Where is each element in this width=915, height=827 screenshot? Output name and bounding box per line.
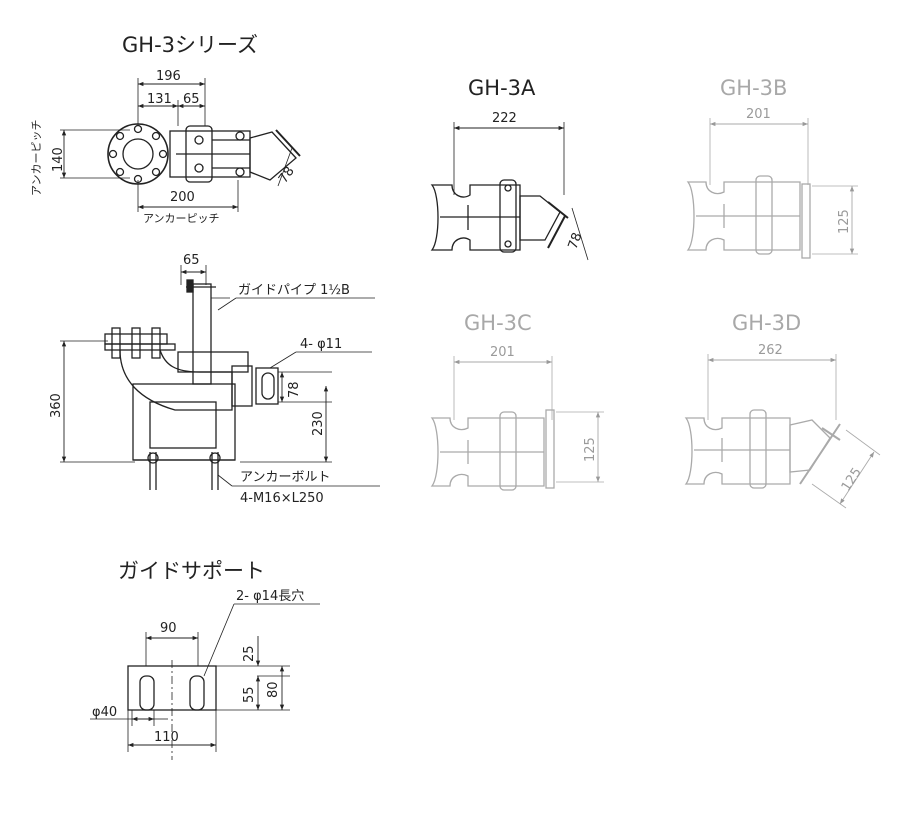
dim-140: 140 [51, 147, 66, 172]
guide-support-drawing [90, 603, 320, 760]
gh3b-flange: 125 [837, 209, 852, 234]
anchor-pitch-horizontal-label: アンカーピッチ [143, 212, 220, 225]
gh3b-title: GH-3B [720, 76, 787, 100]
gh3d-drawing [684, 354, 881, 509]
gh3a-title: GH-3A [468, 76, 536, 100]
dim-196: 196 [156, 69, 181, 84]
gh3d-flange: 125 [839, 465, 865, 494]
dim-230: 230 [311, 411, 326, 436]
gh3c-title: GH-3C [464, 311, 532, 335]
dim-200: 200 [170, 190, 195, 205]
gh3a-flange: 78 [566, 231, 586, 252]
guide-support-title: ガイドサポート [118, 559, 265, 583]
dim-90: 90 [160, 621, 177, 636]
dim-65: 65 [183, 92, 200, 107]
gh3a-width: 222 [492, 111, 517, 126]
dim-phi40: φ40 [92, 705, 117, 720]
gh3b-drawing [686, 118, 858, 259]
gh3a-drawing [430, 122, 589, 261]
dim-55: 55 [242, 686, 257, 703]
dim-65-side: 65 [183, 253, 200, 268]
dim-78-side: 78 [287, 381, 302, 398]
gh3b-width: 201 [746, 107, 771, 122]
anchor-bolt-label: アンカーボルト [240, 470, 330, 485]
gh3c-width: 201 [490, 345, 515, 360]
dim-25: 25 [242, 645, 257, 662]
dim-360: 360 [49, 393, 64, 418]
gh3c-drawing [430, 356, 604, 491]
dim-80: 80 [266, 681, 281, 698]
series-title: GH-3シリーズ [122, 33, 258, 57]
gh3c-flange: 125 [583, 437, 598, 462]
gh3d-width: 262 [758, 343, 783, 358]
dim-131: 131 [147, 92, 172, 107]
guide-pipe-label: ガイドパイプ 1½B [238, 283, 350, 298]
slot-label: 2- φ14長穴 [236, 589, 304, 604]
gh3d-title: GH-3D [732, 311, 801, 335]
dim-110: 110 [154, 730, 179, 745]
hole-label: 4- φ11 [300, 337, 342, 352]
top-view-drawing [60, 78, 301, 212]
anchor-pitch-vertical-label: アンカーピッチ [30, 119, 43, 196]
anchor-bolt-spec: 4-M16×L250 [240, 491, 324, 506]
side-view-drawing [60, 265, 380, 490]
